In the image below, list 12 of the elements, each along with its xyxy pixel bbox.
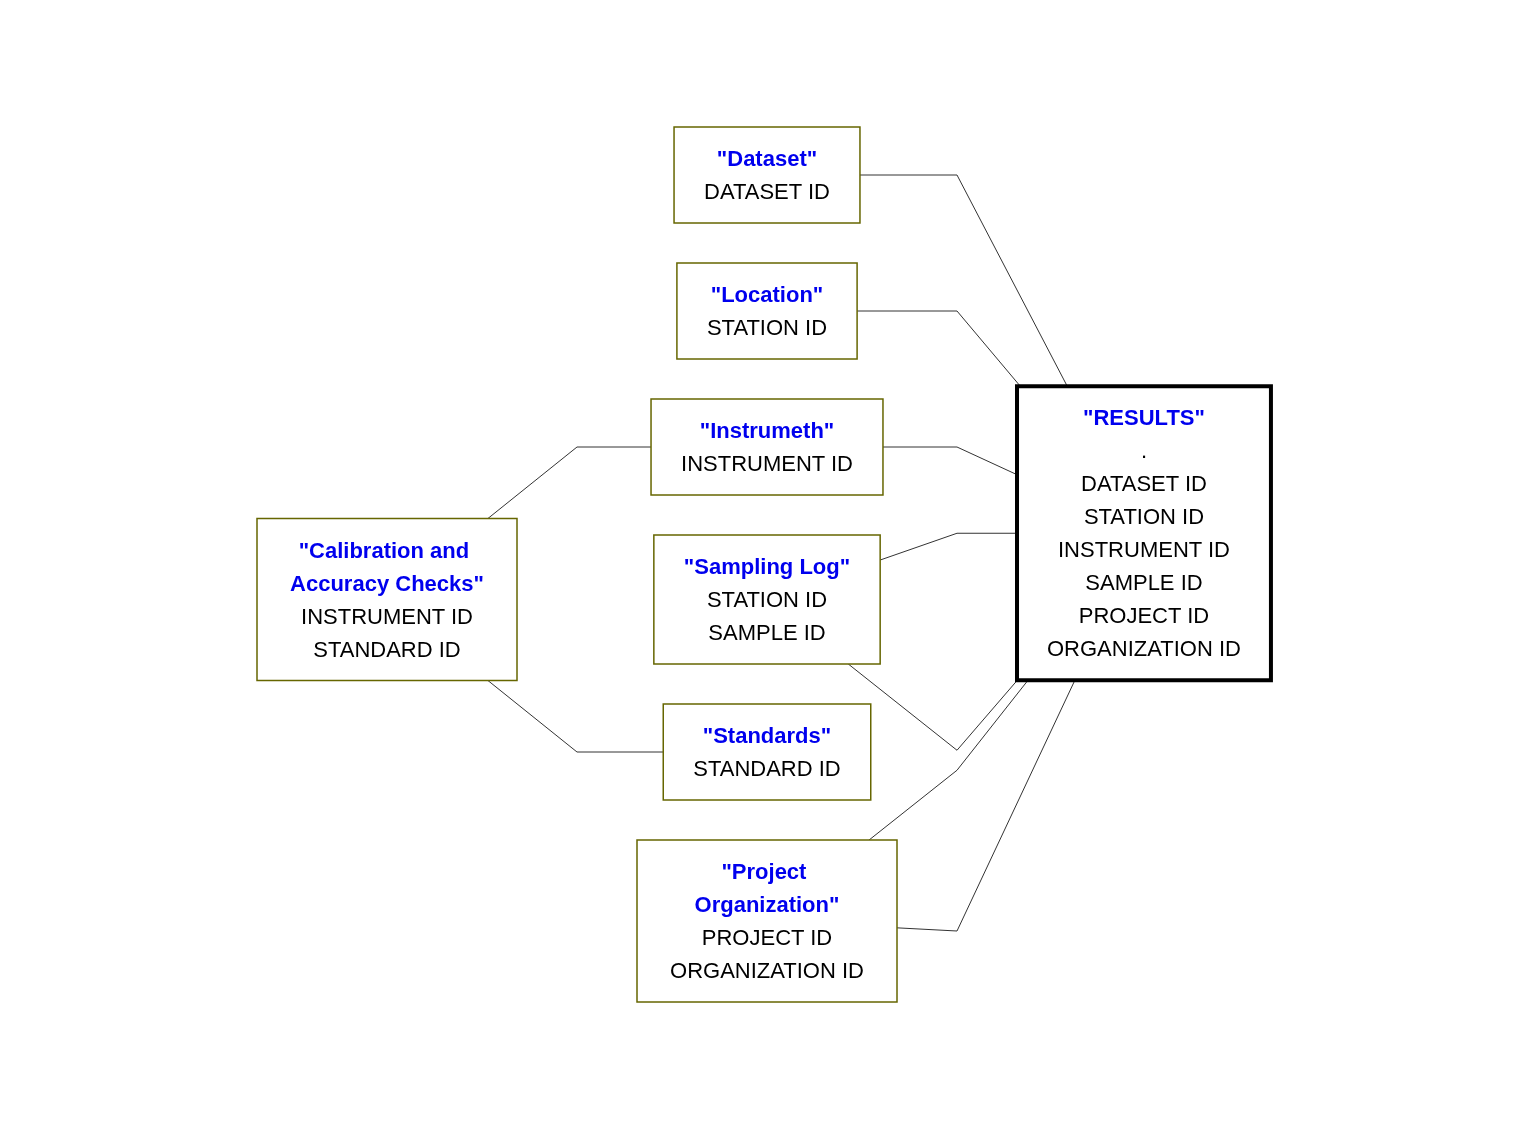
node-box: "Instrumeth" INSTRUMENT ID (650, 397, 884, 496)
connector (487, 679, 664, 752)
node-box: "Sampling Log" STATION ID SAMPLE ID (653, 533, 881, 665)
node-box: "Dataset" DATASET ID (673, 125, 861, 224)
connector (847, 663, 1018, 751)
node-box: "Calibration and Accuracy Checks" INSTRUMENT ID STANDARD ID (256, 517, 518, 681)
connector (868, 679, 1029, 840)
node-box: "Standards" STANDARD ID (662, 702, 872, 801)
connector (487, 446, 652, 519)
node-box: "Location" STATION ID (676, 261, 858, 360)
node-box: "Project Organization" PROJECT ID ORGANIZATION ID (636, 838, 898, 1003)
node-box: "RESULTS" . DATASET ID STATION ID INSTRUMENT ID SAMPLE ID PROJECT ID ORGANIZATION ID (1015, 383, 1273, 682)
